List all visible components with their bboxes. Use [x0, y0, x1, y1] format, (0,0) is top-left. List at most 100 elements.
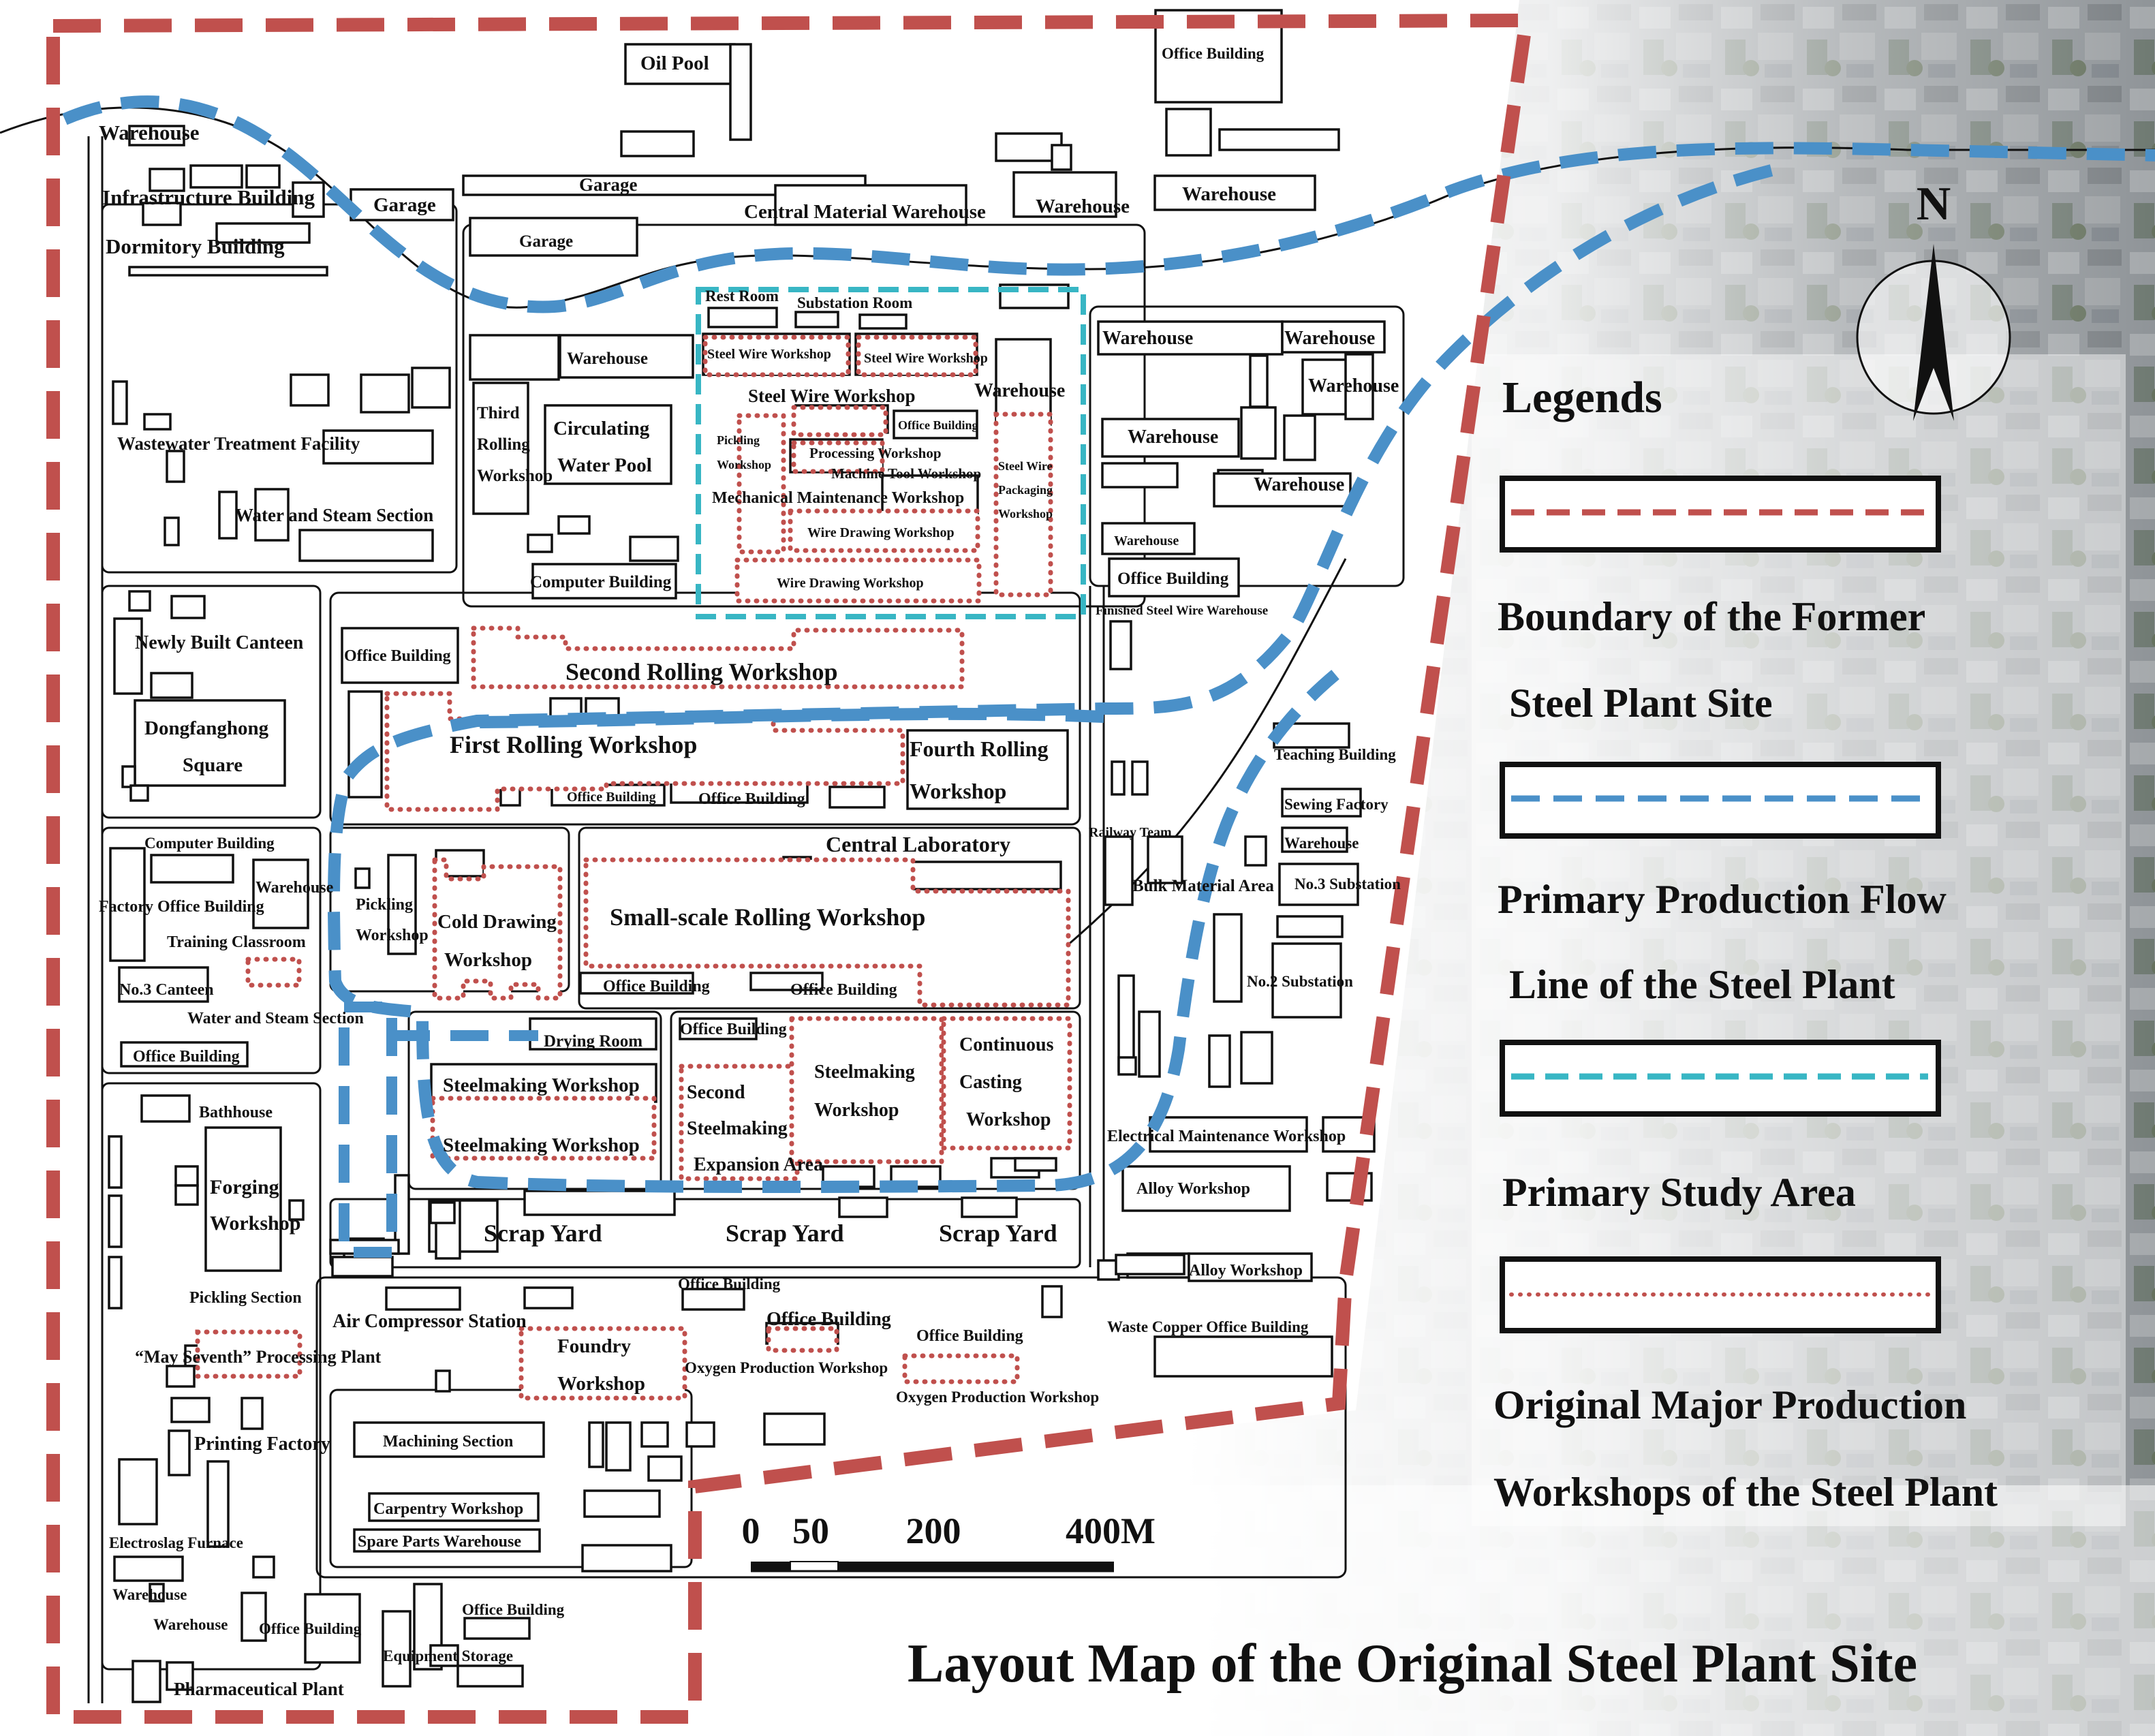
label-third-1: Third — [477, 404, 520, 422]
legend-workshops-line2: Workshops of the Steel Plant — [1493, 1470, 1998, 1515]
buildings — [108, 9, 1386, 1703]
north-arrow-icon: N — [1856, 178, 2011, 421]
production-flow-line — [62, 95, 2155, 313]
label-processing: Processing Workshop — [809, 445, 942, 461]
label-packaging-1: Steel Wire — [998, 459, 1053, 473]
label-circulating: Circulating — [553, 418, 650, 439]
label-steel-wire-workshop-c: Steel Wire Workshop — [748, 386, 916, 406]
label-office-fr1: Office Building — [567, 790, 656, 805]
label-training-classroom: Training Classroom — [167, 933, 306, 951]
legend-boundary-line1: Boundary of the Former — [1498, 594, 1925, 639]
label-foundry-1: Foundry — [557, 1335, 631, 1357]
label-forging-2: Workshop — [210, 1212, 300, 1235]
label-wire-drawing-1: Wire Drawing Workshop — [807, 525, 955, 540]
label-printing-factory: Printing Factory — [194, 1433, 330, 1455]
label-second-rolling: Second Rolling Workshop — [565, 658, 837, 685]
label-warehouse-w: Warehouse — [255, 879, 334, 897]
label-factory-office: Factory Office Building — [99, 898, 264, 916]
label-wire-drawing-2: Wire Drawing Workshop — [777, 576, 924, 591]
label-steelmaking-2: Steelmaking Workshop — [443, 1134, 640, 1156]
label-oxygen-2: Oxygen Production Workshop — [896, 1389, 1099, 1406]
label-sewing-factory: Sewing Factory — [1284, 796, 1389, 813]
label-pickling-b1: Pickling — [356, 896, 413, 914]
legend-heading: Legends — [1502, 373, 1662, 422]
label-carpentry: Carpentry Workshop — [373, 1500, 523, 1518]
label-second-se-1: Second — [687, 1082, 745, 1103]
major-workshops — [195, 335, 1072, 1401]
label-office-sw1: Office Building — [259, 1620, 362, 1637]
production-flow-feeder — [339, 1002, 397, 1258]
label-spare-parts: Spare Parts Warehouse — [358, 1533, 521, 1551]
map-title: Layout Map of the Original Steel Plant S… — [908, 1634, 1917, 1694]
north-label: N — [1917, 178, 1951, 230]
label-substation-room: Substation Room — [797, 294, 912, 311]
legend-workshops-line1: Original Major Production — [1493, 1382, 1966, 1427]
label-warehouse-sw3: Warehouse — [153, 1616, 228, 1633]
label-office-building-top: Office Building — [1162, 45, 1265, 62]
label-office-ss2: Office Building — [790, 981, 897, 999]
label-computer-building-2: Computer Building — [144, 835, 275, 852]
label-pickling-section: Pickling Section — [189, 1289, 302, 1307]
label-scrap-yard-1: Scrap Yard — [484, 1220, 602, 1247]
label-second-se-3: Expansion Area — [694, 1154, 823, 1175]
label-foundry-2: Workshop — [557, 1373, 645, 1395]
label-drying-room: Drying Room — [544, 1032, 642, 1051]
label-warehouse-ne1: Warehouse — [1102, 328, 1193, 349]
bottom-white-band — [702, 1485, 2155, 1736]
legend: Legends Boundary of the Former Steel Pla… — [1493, 373, 1998, 1515]
label-newly-built-canteen: Newly Built Canteen — [135, 632, 304, 653]
label-warehouse-sw: Warehouse — [567, 350, 648, 368]
label-third-3: Workshop — [477, 467, 553, 485]
label-water-steam-1: Water and Steam Section — [235, 505, 433, 525]
study-area-outline — [696, 287, 1086, 619]
production-flow-spur — [476, 707, 1104, 728]
label-garage-1: Garage — [373, 194, 436, 216]
label-continuous-2: Casting — [959, 1072, 1022, 1093]
scale-tick-400: 400M — [1066, 1510, 1156, 1551]
label-warehouse-top-left: Warehouse — [99, 121, 200, 144]
label-warehouse-top-right: Warehouse — [1182, 183, 1276, 205]
label-pickling-2: Workshop — [717, 458, 771, 471]
label-office-fr2: Office Building — [698, 790, 805, 808]
label-cold-drawing-2: Workshop — [444, 949, 532, 971]
scale-tick-200: 200 — [906, 1510, 961, 1551]
label-electrical-maint: Electrical Maintenance Workshop — [1107, 1128, 1346, 1145]
label-cold-drawing-1: Cold Drawing — [437, 911, 557, 933]
label-wastewater: Wastewater Treatment Facility — [117, 433, 360, 454]
label-second-se-2: Steelmaking — [687, 1118, 788, 1139]
scale-tick-50: 50 — [792, 1510, 829, 1551]
label-continuous-1: Continuous — [959, 1034, 1054, 1055]
label-water-pool: Water Pool — [557, 454, 652, 476]
label-steelmaking-c1: Steelmaking — [814, 1061, 915, 1083]
label-steelmaking-c2: Workshop — [814, 1100, 899, 1121]
label-air-compressor: Air Compressor Station — [332, 1311, 527, 1332]
label-warehouse-ne5: Warehouse — [1254, 474, 1344, 495]
railway-branch — [1049, 558, 1347, 962]
label-office-sw2: Office Building — [462, 1601, 565, 1618]
label-central-material-warehouse: Central Material Warehouse — [744, 201, 986, 223]
label-fourth-rolling-1: Fourth Rolling — [910, 737, 1049, 761]
label-no2-substation: No.2 Substation — [1247, 973, 1353, 990]
label-continuous-3: Workshop — [966, 1109, 1051, 1130]
label-first-rolling: First Rolling Workshop — [450, 731, 697, 758]
map-labels: Oil Pool Office Building Warehouse Infra… — [99, 45, 1401, 1699]
label-forging-1: Forging — [210, 1176, 279, 1198]
label-dongfanghong-1: Dongfanghong — [144, 717, 269, 739]
label-bulk-material: Bulk Material Area — [1132, 877, 1274, 895]
label-oxygen-1: Oxygen Production Workshop — [685, 1359, 888, 1376]
label-warehouse-top-mid: Warehouse — [1036, 196, 1130, 217]
label-waste-copper: Waste Copper Office Building — [1107, 1318, 1309, 1335]
label-oil-pool: Oil Pool — [640, 52, 709, 74]
label-mechanical: Mechanical Maintenance Workshop — [712, 489, 964, 507]
label-warehouse-ne6: Warehouse — [1114, 533, 1179, 548]
label-bathhouse: Bathhouse — [199, 1104, 273, 1121]
label-pickling-1: Pickling — [717, 433, 760, 447]
label-pharmaceutical: Pharmaceutical Plant — [174, 1679, 344, 1699]
label-warehouse-ne4: Warehouse — [1128, 427, 1218, 448]
label-office-cr: Office Building — [344, 647, 451, 665]
legend-flow-line1: Primary Production Flow — [1498, 877, 1947, 922]
label-office-ne: Office Building — [1117, 570, 1229, 588]
legend-flow-line2: Line of the Steel Plant — [1509, 962, 1895, 1007]
